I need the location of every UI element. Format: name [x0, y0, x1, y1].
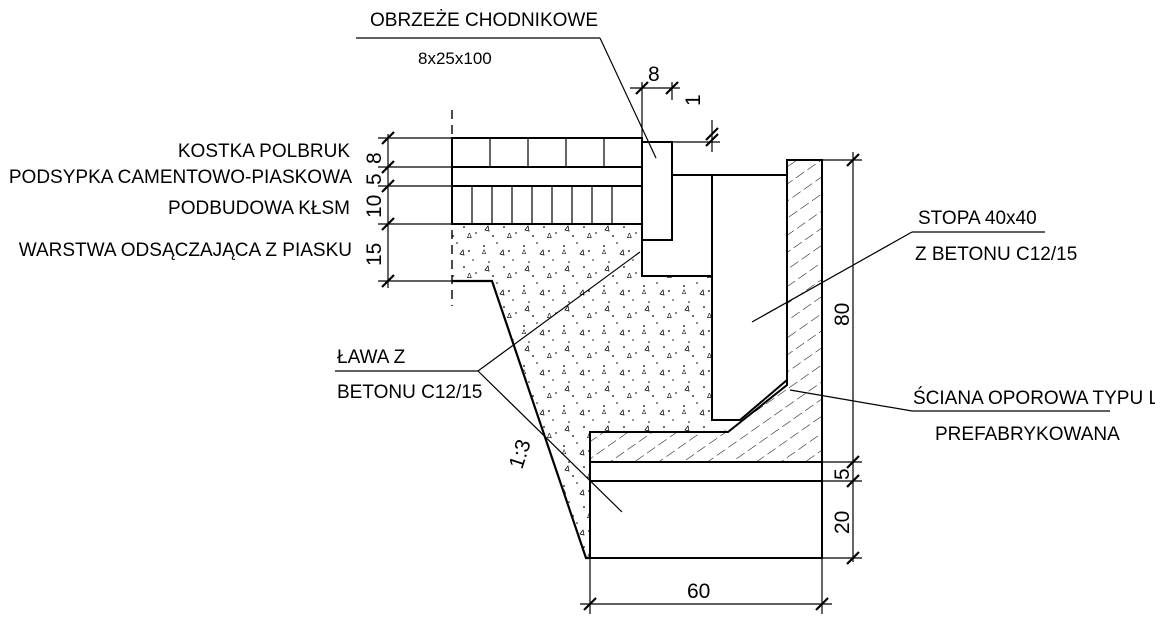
bench-label-line2: BETONU C12/15: [337, 382, 482, 403]
curb-width-value: 8: [648, 63, 660, 86]
layer-base-value: 10: [363, 195, 386, 218]
bed-layer-value: 5: [831, 468, 854, 480]
layer-paving-value: 8: [363, 152, 386, 164]
slope-ratio-label: 1:3: [505, 437, 536, 472]
wall-bedding-layer: [589, 461, 823, 482]
excavation-slope: [452, 279, 590, 560]
layer-drainage-value: 15: [363, 243, 386, 266]
curb-size-label: 8x25x100: [418, 49, 492, 68]
concrete-bench: [589, 480, 823, 559]
foot-label-line1: STOPA 40x40: [918, 208, 1037, 229]
paving-label: KOSTKA POLBRUK: [178, 141, 350, 162]
bedding-layer: [451, 166, 643, 187]
base-label: PODBUDOWA KŁSM: [168, 198, 350, 219]
bench-label-line1: ŁAWA Z: [337, 347, 406, 368]
l-retaining-wall: [590, 160, 822, 462]
sand-backfill: [452, 224, 728, 558]
layer-dimension-line: [378, 131, 452, 288]
wall-label-line1: ŚCIANA OPOROWA TYPU L: [913, 387, 1155, 409]
wall-dimension-line: [822, 152, 862, 565]
bench-dimension-line: [580, 558, 832, 614]
drainage-label: WARSTWA ODSĄCZAJĄCA Z PIASKU: [19, 240, 352, 261]
curb-foot: [641, 174, 713, 277]
leader-lines: [335, 37, 1110, 513]
base-layer: [451, 185, 643, 225]
paving-layer: [451, 137, 643, 168]
bench-height-value: 20: [831, 511, 854, 534]
curb-step-value: 1: [682, 94, 705, 106]
wall-inner-block: [711, 174, 788, 421]
l-retaining-wall-outline: [589, 159, 823, 463]
wall-height-value: 80: [831, 303, 854, 326]
foot-label-line2: Z BETONU C12/15: [915, 244, 1077, 265]
bedding-label: PODSYPKA CAMENTOWO-PIASKOWA: [9, 167, 352, 188]
layer-bedding-value: 5: [363, 173, 386, 185]
bench-width-value: 60: [687, 580, 710, 603]
sidewalk-curb: [641, 141, 673, 241]
wall-label-line2: PREFABRYKOWANA: [935, 424, 1120, 445]
curb-title-label: OBRZEŻE CHODNIKOWE: [370, 10, 598, 31]
